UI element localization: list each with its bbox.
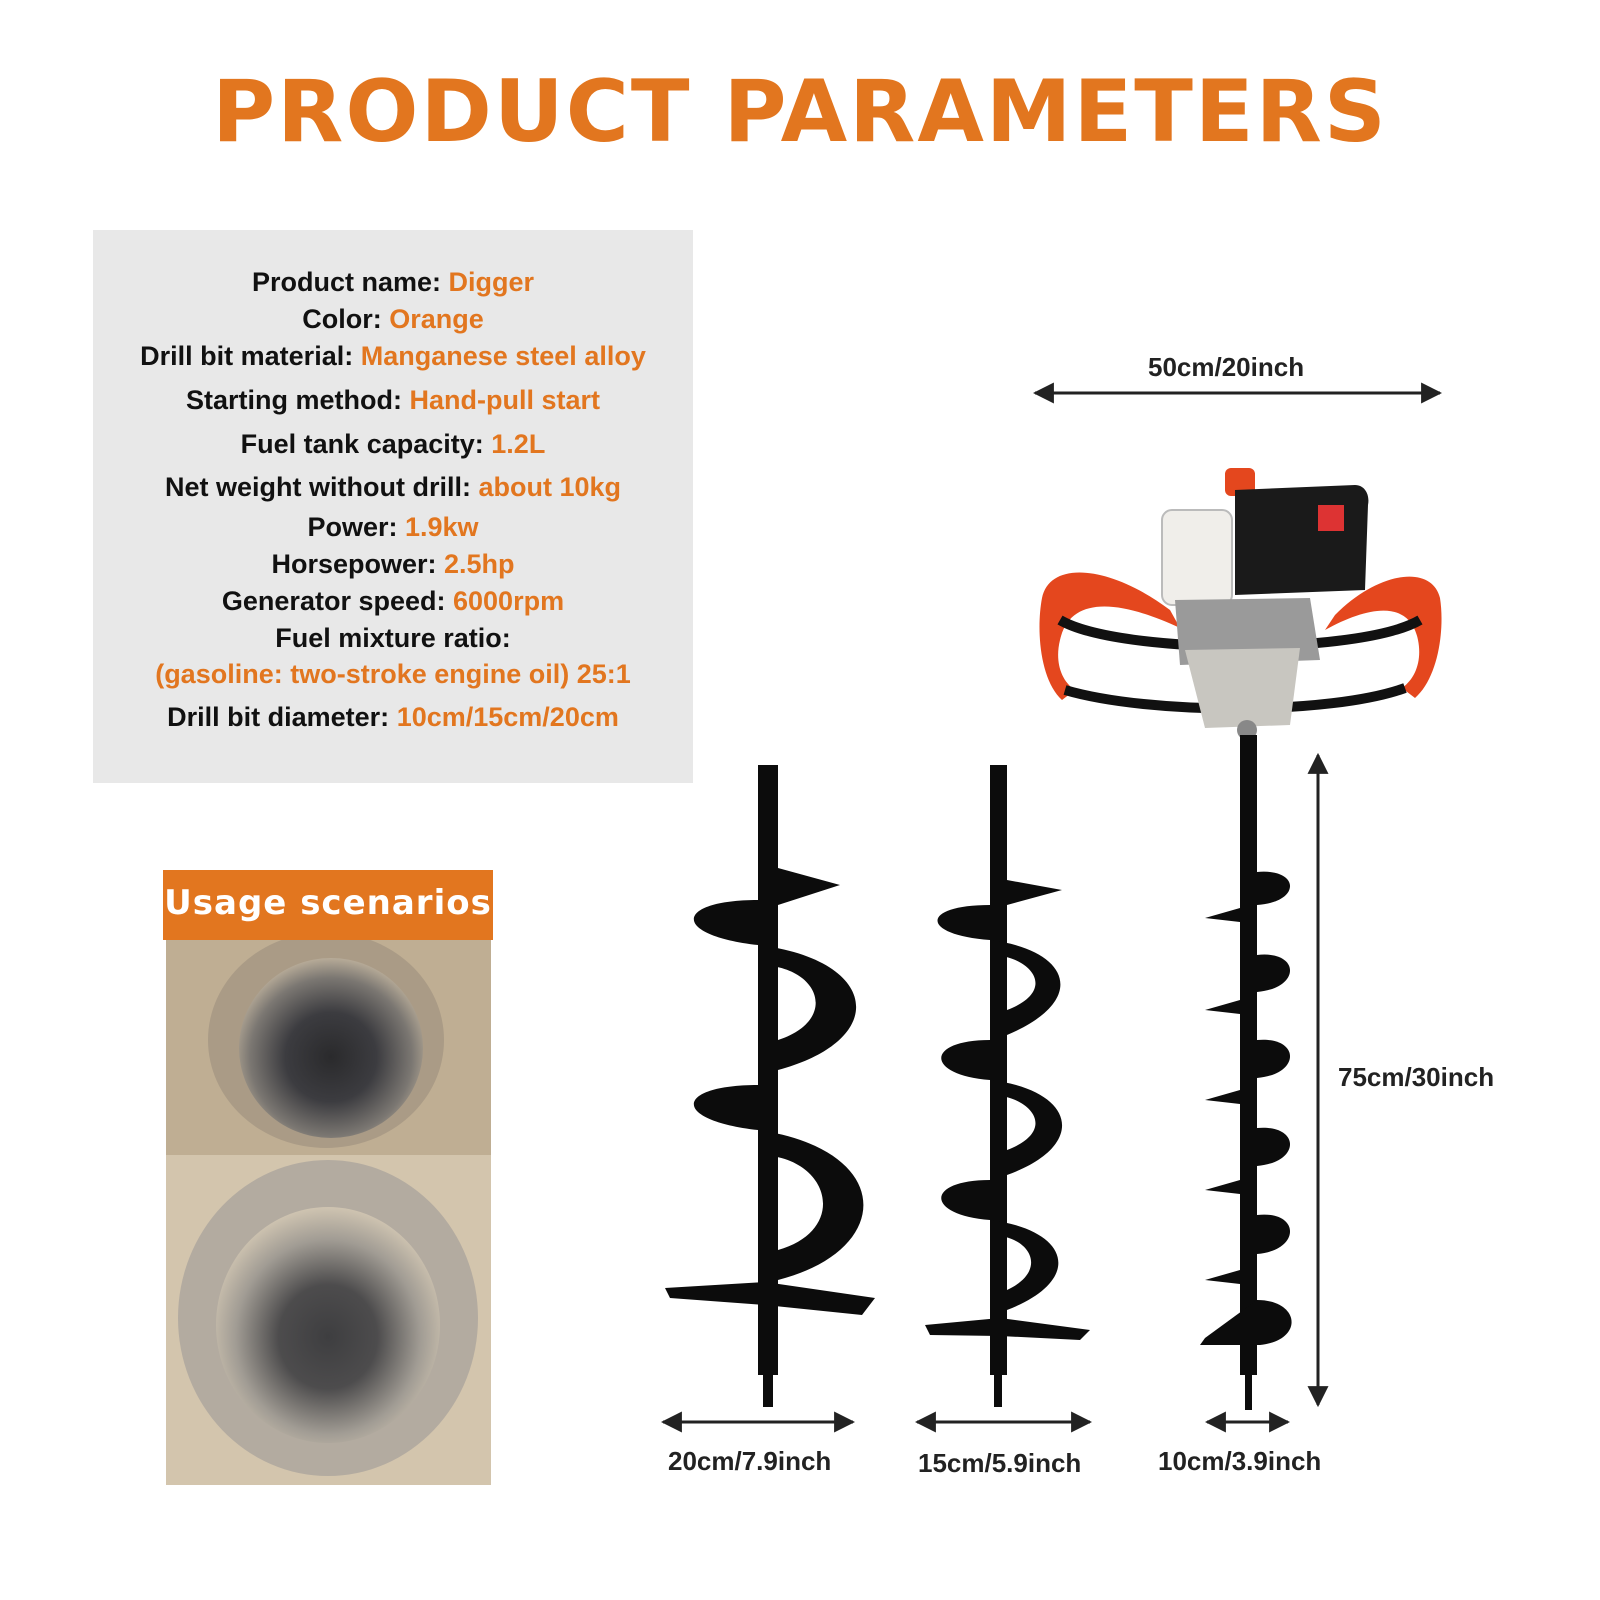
- spec-value: 1.9kw: [404, 512, 479, 542]
- spec-label: Product name:: [251, 267, 441, 297]
- width-dimension-label: 50cm/20inch: [1148, 352, 1305, 382]
- spec-value: Orange: [389, 304, 484, 334]
- spec-label: Fuel tank capacity:: [240, 429, 484, 459]
- spec-power: Power: 1.9kw: [93, 512, 693, 543]
- spec-value: about 10kg: [478, 472, 621, 502]
- spec-label: Color:: [302, 304, 382, 334]
- usage-scenario-photo: [166, 940, 491, 1485]
- spec-fuel-tank: Fuel tank capacity: 1.2L: [93, 429, 693, 460]
- bit-15-dimension-label: 15cm/5.9inch: [918, 1448, 1082, 1478]
- spec-bit-diameter: Drill bit diameter: 10cm/15cm/20cm: [93, 702, 693, 733]
- spec-label: Drill bit diameter:: [167, 702, 390, 732]
- auger-20cm: [665, 765, 875, 1407]
- spec-color: Color: Orange: [93, 304, 693, 335]
- page-title: PRODUCT PARAMETERS: [212, 62, 1388, 162]
- spec-product-name: Product name: Digger: [93, 267, 693, 298]
- spec-generator-speed: Generator speed: 6000rpm: [93, 586, 693, 617]
- spec-fuel-mixture: Fuel mixture ratio:: [93, 623, 693, 654]
- spec-label: Horsepower:: [271, 549, 437, 579]
- spec-value: Hand-pull start: [409, 385, 601, 415]
- auger-10cm: [1200, 735, 1292, 1410]
- spec-horsepower: Horsepower: 2.5hp: [93, 549, 693, 580]
- height-dimension-label: 75cm/30inch: [1338, 1062, 1495, 1092]
- spec-material: Drill bit material: Manganese steel allo…: [93, 341, 693, 372]
- spec-fuel-mixture-value: (gasoline: two-stroke engine oil) 25:1: [93, 659, 693, 690]
- usage-scenarios-label: Usage scenarios: [163, 870, 493, 940]
- bit-10-dimension-label: 10cm/3.9inch: [1158, 1446, 1322, 1476]
- spec-value: Digger: [448, 267, 535, 297]
- spec-label: Drill bit material:: [140, 341, 354, 371]
- spec-label: Net weight without drill:: [164, 472, 471, 502]
- spec-label: Power:: [307, 512, 398, 542]
- spec-net-weight: Net weight without drill: about 10kg: [93, 472, 693, 503]
- spec-value: 2.5hp: [444, 549, 515, 579]
- spec-label: Starting method:: [185, 385, 402, 415]
- spec-value: (gasoline: two-stroke engine oil) 25:1: [155, 659, 631, 689]
- spec-value: Manganese steel alloy: [360, 341, 646, 371]
- spec-label: Fuel mixture ratio:: [275, 623, 511, 653]
- spec-label: Generator speed:: [221, 586, 446, 616]
- spec-value: 6000rpm: [453, 586, 565, 616]
- specs-panel: Product name: Digger Color: Orange Drill…: [93, 230, 693, 783]
- spec-value: 1.2L: [491, 429, 546, 459]
- engine-unit: [1039, 468, 1442, 740]
- spec-starting-method: Starting method: Hand-pull start: [93, 385, 693, 416]
- bit-20-dimension-label: 20cm/7.9inch: [668, 1446, 832, 1476]
- spec-value: 10cm/15cm/20cm: [396, 702, 619, 732]
- auger-15cm: [925, 765, 1090, 1407]
